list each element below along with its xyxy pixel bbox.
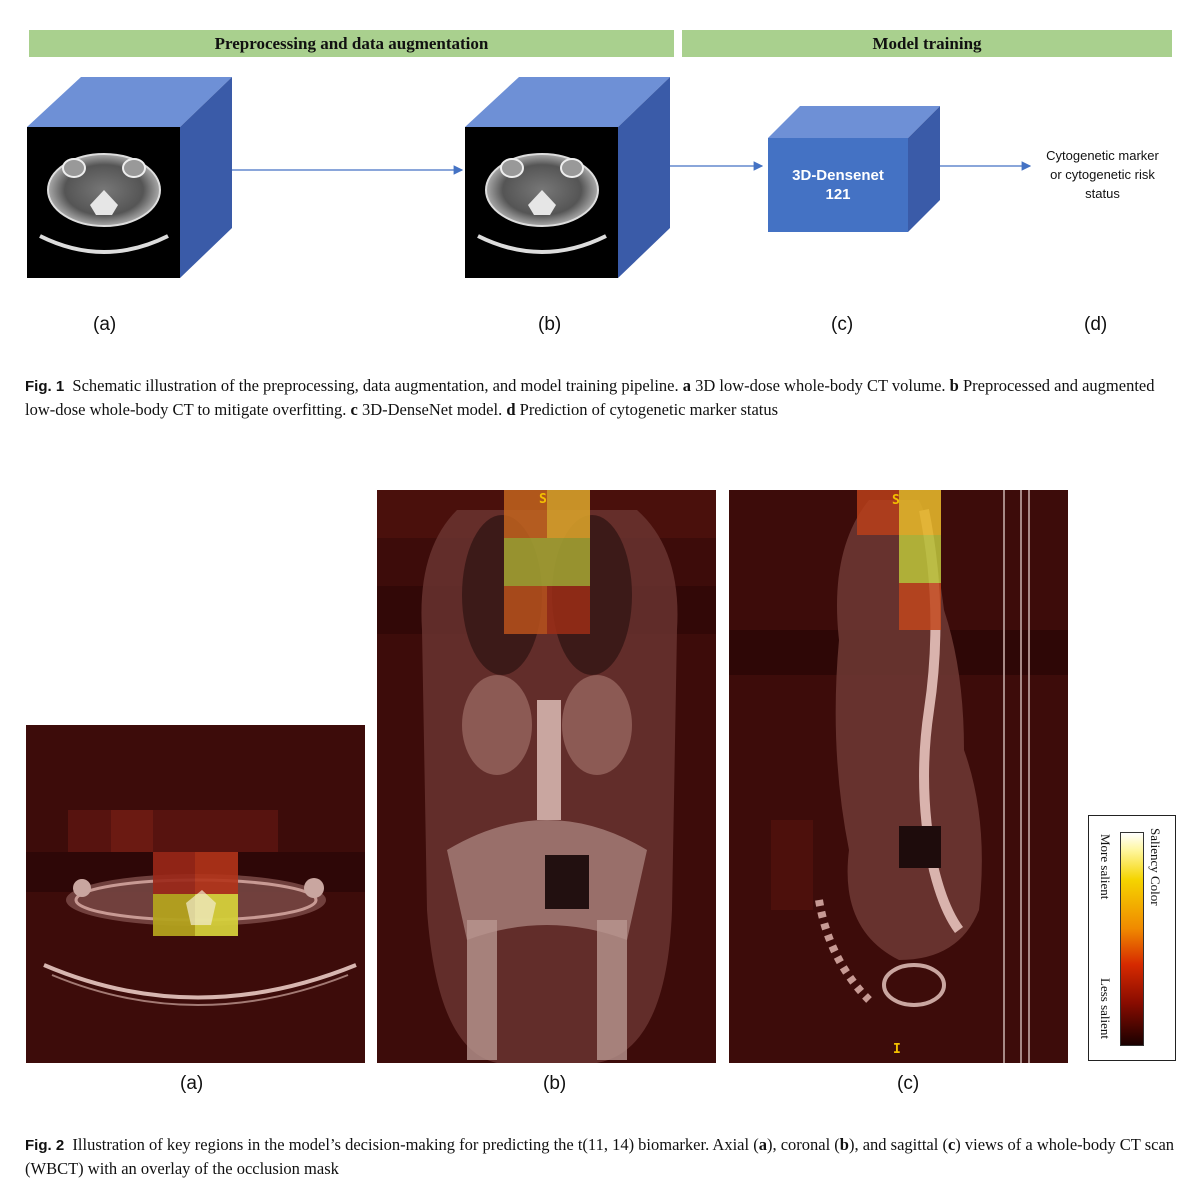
sagittal-inferior-marker: I — [893, 1042, 901, 1057]
fig2-caption-intro: Illustration of key regions in the model… — [72, 1135, 759, 1154]
phase-bar-model-training: Model training — [682, 30, 1172, 57]
fig1-label-d: (d) — [1084, 314, 1108, 335]
fig2-label-b: (b) — [543, 1073, 567, 1094]
legend-less-salient: Less salient — [1098, 978, 1113, 1040]
saliency-legend: Saliency Color More salient Less salient — [1088, 815, 1176, 1061]
fig1-caption-label: Fig. 1 — [25, 378, 65, 395]
phase-bar-preprocessing: Preprocessing and data augmentation — [29, 30, 674, 57]
output-label-line2: or cytogenetic risk — [1050, 167, 1155, 182]
fig1-caption-key-b: b — [949, 376, 959, 395]
fig1-caption-text-c: 3D-DenseNet model. — [361, 400, 503, 419]
fig2-caption-key-a: a — [758, 1135, 767, 1154]
fig1-label-c: (c) — [831, 314, 854, 335]
fig1-label-b: (b) — [538, 314, 562, 335]
ct-slice-image-b — [477, 153, 607, 254]
fig1-caption-text-a: 3D low-dose whole-body CT volume. — [695, 376, 946, 395]
model-label: 3D-Densenet 121 — [768, 166, 908, 204]
fig2-label-a: (a) — [180, 1073, 204, 1094]
fig1-caption-intro: Schematic illustration of the preprocess… — [72, 376, 679, 395]
fig2-caption-tail: ) views of a whole-body CT scan (WBCT) w… — [25, 1135, 1175, 1178]
coronal-ct-overlay: S — [377, 490, 716, 1063]
output-label-line1: Cytogenetic marker — [1046, 148, 1159, 163]
fig2-caption-mid1: ), coronal ( — [766, 1135, 840, 1154]
legend-more-salient: More salient — [1098, 834, 1113, 900]
legend-title: Saliency Color — [1148, 828, 1163, 906]
fig1-caption-text-b: Preprocessed and augmented low-dose whol… — [25, 376, 1155, 419]
coronal-superior-marker: S — [539, 492, 547, 507]
fig1-caption-key-c: c — [350, 400, 358, 419]
fig2-caption-key-b: b — [839, 1135, 849, 1154]
fig2-caption-mid2: ), and sagittal ( — [848, 1135, 948, 1154]
output-label-line3: status — [1085, 186, 1120, 201]
fig2-caption: Fig. 2 Illustration of key regions in th… — [25, 1133, 1180, 1180]
model-label-line2: 121 — [825, 186, 851, 203]
fig1-caption-text-d: Prediction of cytogenetic marker status — [519, 400, 779, 419]
saliency-colorbar — [1120, 832, 1144, 1046]
fig1-caption-key-a: a — [682, 376, 692, 395]
ct-volume-cube-b — [465, 77, 670, 278]
fig1-caption: Fig. 1 Schematic illustration of the pre… — [25, 374, 1180, 421]
fig2-label-c: (c) — [897, 1073, 920, 1094]
ct-volume-cube-a — [27, 77, 232, 278]
sagittal-superior-marker: S — [892, 493, 900, 508]
fig2-caption-key-c: c — [947, 1135, 956, 1154]
model-label-line1: 3D-Densenet — [792, 167, 884, 184]
densenet-model-cube — [768, 106, 940, 232]
fig2-caption-label: Fig. 2 — [25, 1137, 65, 1154]
pipeline-diagram — [27, 77, 1032, 278]
axial-ct-overlay — [26, 725, 365, 1063]
ct-slice-image-a — [39, 153, 169, 254]
sagittal-ct-overlay: S I — [729, 490, 1068, 1063]
output-label: Cytogenetic marker or cytogenetic risk s… — [1030, 146, 1175, 203]
fig1-caption-key-d: d — [506, 400, 516, 419]
fig1-label-a: (a) — [93, 314, 117, 335]
